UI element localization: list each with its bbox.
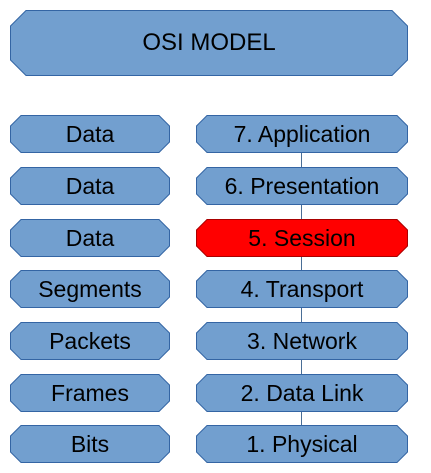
osi-layer-box: 4. Transport [196, 270, 408, 308]
data-unit-box: Data [10, 115, 170, 153]
data-unit-label: Data [65, 120, 115, 147]
osi-layer-label: 5. Session [248, 224, 356, 251]
data-unit-box: Packets [10, 322, 170, 360]
box-shape [196, 270, 408, 308]
box-shape [196, 322, 408, 360]
box-shape [196, 167, 408, 205]
osi-layer-box: 3. Network [196, 322, 408, 360]
data-unit-box: Frames [10, 374, 170, 412]
box-outline [10, 425, 170, 463]
box-outline [196, 270, 408, 308]
title-box: OSI MODEL [10, 10, 408, 76]
osi-layer-label: 3. Network [247, 327, 357, 354]
box-shape [196, 374, 408, 412]
osi-layer-label: 2. Data Link [240, 379, 364, 406]
diagram-title: OSI MODEL [142, 29, 276, 56]
data-unit-label: Data [65, 224, 115, 251]
box-shape [10, 219, 170, 257]
box-outline [10, 10, 408, 76]
osi-layer-label: 4. Transport [240, 275, 364, 302]
box-shape [10, 115, 170, 153]
osi-layer-box: 6. Presentation [196, 167, 408, 205]
box-outline [196, 322, 408, 360]
box-shape [10, 10, 408, 76]
osi-layer-box: 2. Data Link [196, 374, 408, 412]
box-outline [10, 374, 170, 412]
data-unit-box: Data [10, 167, 170, 205]
box-shape [196, 425, 408, 463]
data-unit-box: Data [10, 219, 170, 257]
box-outline [10, 115, 170, 153]
box-shape [10, 270, 170, 308]
box-outline [196, 219, 408, 257]
data-unit-label: Bits [70, 430, 110, 457]
box-outline [10, 270, 170, 308]
data-unit-label: Packets [49, 327, 131, 354]
data-unit-label: Data [65, 172, 115, 199]
box-outline [10, 322, 170, 360]
box-outline [196, 115, 408, 153]
box-outline [10, 219, 170, 257]
data-unit-label: Frames [51, 379, 129, 406]
box-shape [196, 115, 408, 153]
box-outline [10, 167, 170, 205]
box-outline [196, 167, 408, 205]
osi-layer-label: 6. Presentation [224, 172, 380, 199]
box-shape [10, 167, 170, 205]
box-shape [10, 322, 170, 360]
box-shape [196, 219, 408, 257]
data-unit-label: Segments [38, 275, 142, 302]
osi-layer-box: 7. Application [196, 115, 408, 153]
data-unit-box: Bits [10, 425, 170, 463]
osi-layer-box: 1. Physical [196, 425, 408, 463]
box-outline [196, 425, 408, 463]
osi-layer-box: 5. Session [196, 219, 408, 257]
box-shape [10, 374, 170, 412]
box-shape [10, 425, 170, 463]
osi-layer-label: 1. Physical [246, 430, 358, 457]
data-unit-box: Segments [10, 270, 170, 308]
box-outline [196, 374, 408, 412]
osi-layer-label: 7. Application [233, 120, 371, 147]
